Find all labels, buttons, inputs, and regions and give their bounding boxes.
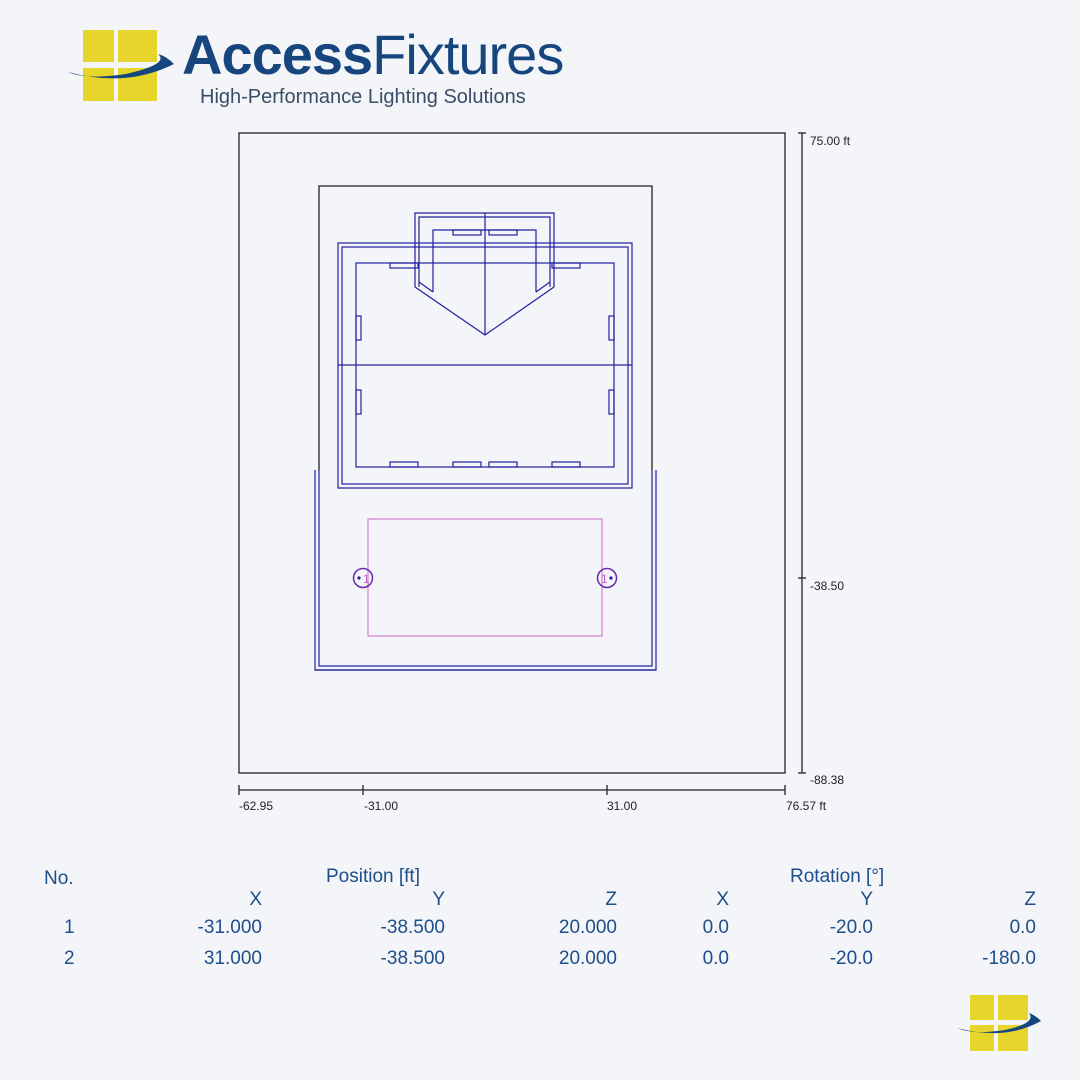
luminaire-1[interactable]: 1: [352, 567, 374, 589]
site-plan-drawing: 1 1: [238, 132, 806, 795]
x-axis: [238, 785, 786, 795]
brand-name: AccessFixtures: [182, 23, 564, 86]
y-axis: [798, 132, 806, 774]
brand-tagline: High-Performance Lighting Solutions: [200, 86, 526, 108]
subheader-pos-z: Z: [605, 889, 617, 910]
building: [314, 212, 657, 671]
cell-pos-z: 20.000: [558, 948, 617, 969]
y-label-mid: -38.50: [810, 579, 845, 593]
cell-no: 2: [64, 948, 75, 969]
x-label-2: 31.00: [607, 799, 638, 813]
cell-pos-y: -38.500: [380, 917, 445, 938]
header-position: Position [ft]: [326, 866, 420, 887]
cell-rot-z: -180.0: [982, 948, 1036, 969]
subheader-rot-y: Y: [860, 889, 873, 910]
y-label-top: 75.00 ft: [810, 134, 851, 148]
x-label-0: -62.95: [239, 799, 274, 813]
svg-text:1: 1: [363, 572, 370, 586]
y-label-bottom: -88.38: [810, 773, 845, 787]
site-outline: [318, 185, 653, 470]
footer-logo-mark: [957, 995, 1041, 1051]
cell-rot-y: -20.0: [829, 917, 873, 938]
cell-rot-z: 0.0: [1009, 917, 1036, 938]
logo-mark: [68, 30, 174, 101]
svg-text:1: 1: [601, 572, 608, 586]
cell-pos-x: 31.000: [203, 948, 262, 969]
cell-rot-x: 0.0: [702, 917, 729, 938]
calculation-boundary: [238, 132, 786, 774]
x-label-1: -31.00: [364, 799, 399, 813]
cell-no: 1: [64, 917, 75, 938]
luminaire-2[interactable]: 1: [596, 567, 618, 589]
header-rotation: Rotation [°]: [790, 866, 885, 887]
subheader-pos-x: X: [249, 889, 262, 910]
header-no: No.: [44, 868, 74, 889]
calculation-grid: [367, 518, 603, 637]
x-label-3: 76.57 ft: [786, 799, 827, 813]
cell-pos-z: 20.000: [558, 917, 617, 938]
cell-pos-x: -31.000: [197, 917, 262, 938]
cell-rot-x: 0.0: [702, 948, 729, 969]
cell-rot-y: -20.0: [829, 948, 873, 969]
subheader-rot-x: X: [716, 889, 729, 910]
subheader-pos-y: Y: [432, 889, 445, 910]
cell-pos-y: -38.500: [380, 948, 445, 969]
subheader-rot-z: Z: [1024, 889, 1036, 910]
